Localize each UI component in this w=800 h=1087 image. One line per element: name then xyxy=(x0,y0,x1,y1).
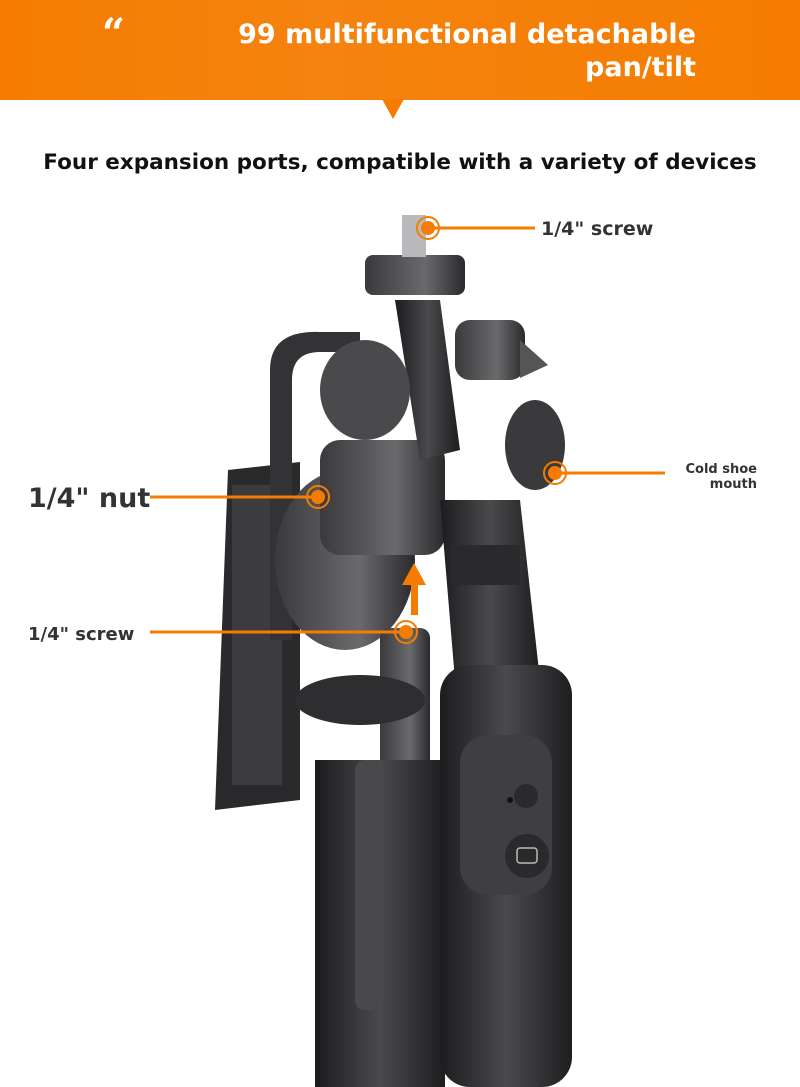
callout-cold-shoe: Cold shoe mouth xyxy=(685,462,758,492)
quote-mark-icon: “ xyxy=(102,10,126,57)
subheading: Four expansion ports, compatible with a … xyxy=(43,150,757,175)
callout-nut: 1/4" nut xyxy=(28,483,151,514)
banner-pointer xyxy=(382,99,404,119)
header-banner xyxy=(0,0,800,100)
callout-top-screw: 1/4" screw xyxy=(541,218,654,240)
callout-bottom-screw: 1/4" screw xyxy=(28,624,135,645)
banner-title: 99 multifunctional detachable pan/tilt xyxy=(238,19,696,83)
